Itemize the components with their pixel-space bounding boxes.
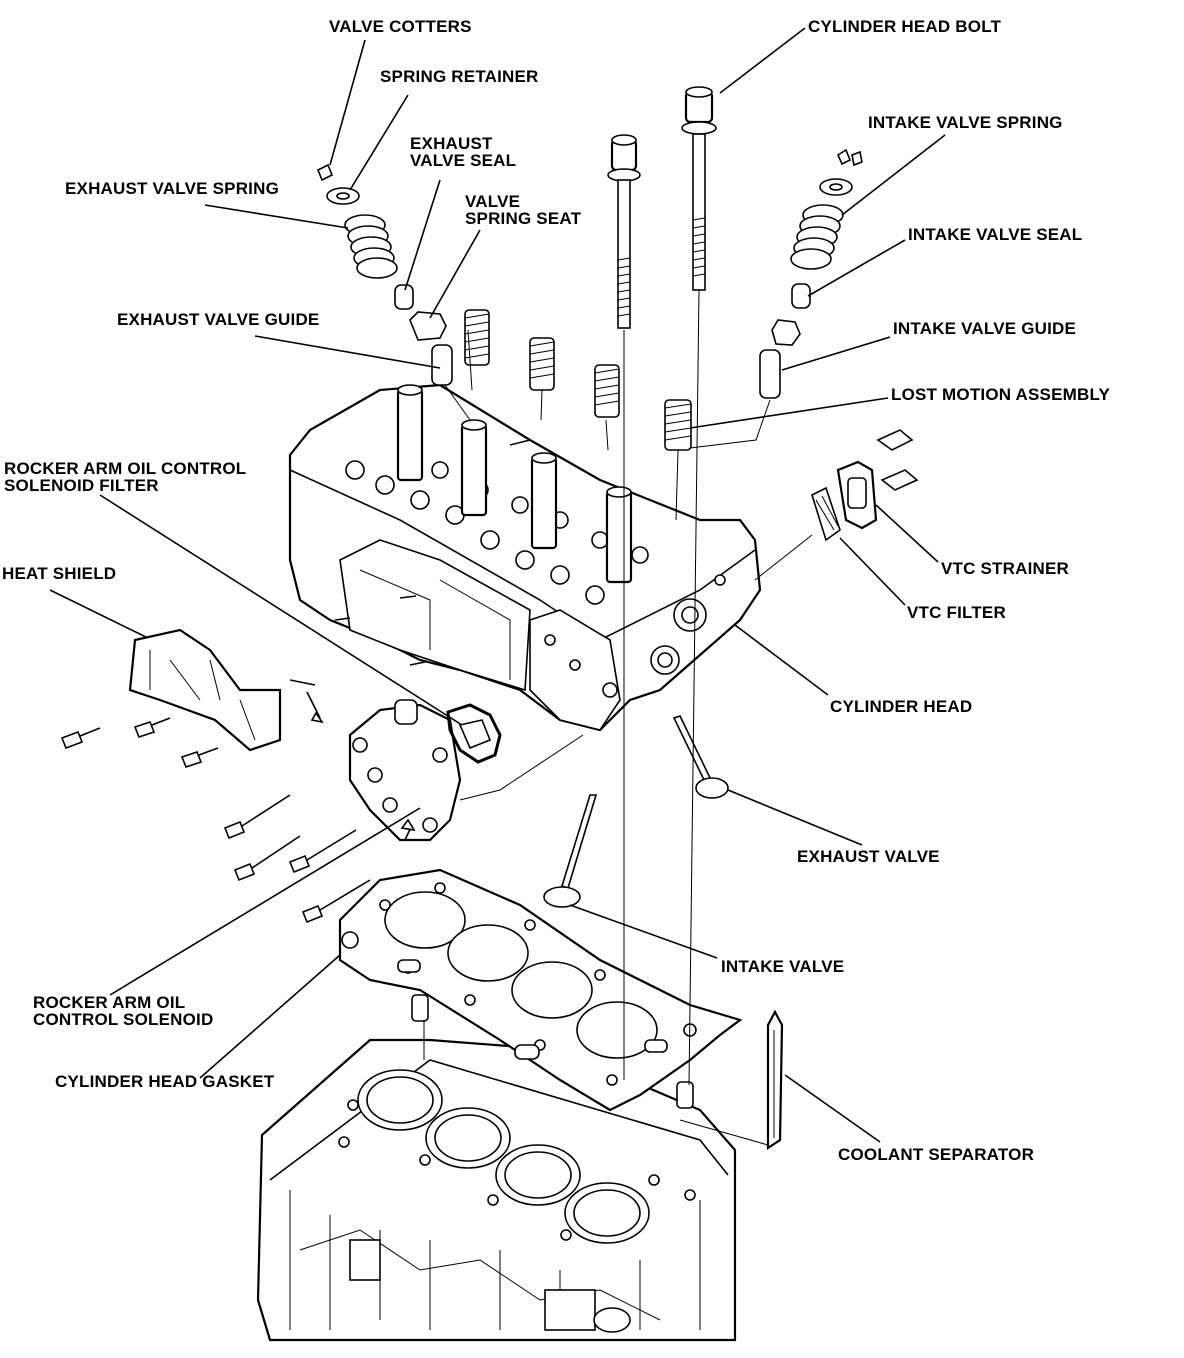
label-vtc-strainer: VTC STRAINER	[941, 559, 1070, 578]
label-solenoid-line1: ROCKER ARM OIL	[33, 993, 186, 1012]
leader-valve-cotters	[329, 39, 366, 166]
label-solenoid-filter-line1: ROCKER ARM OIL CONTROL	[4, 459, 247, 478]
intake-valve-part	[543, 794, 598, 908]
leader-cylinder-head	[734, 624, 829, 696]
label-exhaust-valve-guide: EXHAUST VALVE GUIDE	[117, 310, 320, 329]
leader-intake-valve-spring	[841, 134, 946, 216]
valve-springs-loose	[464, 309, 692, 451]
label-solenoid-line2: CONTROL SOLENOID	[33, 1010, 214, 1029]
bolt-1	[607, 134, 641, 329]
vtc-strainer-assembly	[811, 429, 919, 542]
label-exhaust-valve-seal: EXHAUST VALVE SEAL	[410, 135, 516, 169]
label-spring-retainer: SPRING RETAINER	[380, 67, 539, 86]
spring-1	[464, 309, 490, 366]
coolant-separator	[766, 1009, 784, 1151]
label-valve-cotters: VALVE COTTERS	[329, 17, 472, 36]
spring-2	[529, 337, 555, 391]
label-valve-spring-seat-line1: VALVE	[465, 192, 521, 211]
leader-exhaust-valve-spring	[204, 204, 349, 229]
leader-spring-retainer	[349, 94, 409, 191]
exhaust-valve-stack	[316, 163, 453, 386]
dowel-pins	[411, 994, 694, 1109]
label-rocker-arm-oil-control-solenoid: ROCKER ARM OIL CONTROL SOLENOID	[33, 994, 213, 1028]
label-rocker-arm-oil-control-solenoid-filter: ROCKER ARM OIL CONTROL SOLENOID FILTER	[4, 460, 246, 494]
exhaust-valve-spring-coil	[344, 214, 398, 279]
label-exhaust-valve-seal-line1: EXHAUST	[410, 134, 493, 153]
leader-intake-valve	[569, 904, 718, 959]
leader-intake-valve-seal	[807, 239, 906, 297]
cylinder-head-bolts	[607, 86, 717, 329]
label-exhaust-valve-seal-line2: VALVE SEAL	[410, 151, 517, 170]
solenoid-bolts	[223, 794, 371, 924]
spark-plug-tubes	[396, 384, 633, 584]
label-valve-spring-seat: VALVE SPRING SEAT	[465, 193, 581, 227]
heat-shield	[60, 628, 324, 768]
leader-cylinder-head-gasket	[199, 954, 341, 1079]
leader-lost-motion-assembly	[689, 397, 889, 429]
spring-3	[594, 364, 620, 418]
label-intake-valve-guide: INTAKE VALVE GUIDE	[893, 319, 1077, 338]
label-exhaust-valve-spring: EXHAUST VALVE SPRING	[65, 179, 280, 198]
intake-valve-spring-coil	[790, 204, 844, 270]
leader-intake-valve-guide	[781, 336, 891, 371]
leader-vtc-filter	[839, 537, 906, 606]
leader-rocker-arm-solenoid	[109, 807, 421, 996]
leader-exhaust-valve-seal	[404, 179, 441, 291]
leader-solenoid-filter	[99, 494, 463, 726]
label-intake-valve: INTAKE VALVE	[721, 957, 845, 976]
bolt-2	[681, 86, 717, 291]
engine-block	[256, 1038, 737, 1342]
label-intake-valve-seal: INTAKE VALVE SEAL	[908, 225, 1083, 244]
leader-cylinder-head-bolt	[719, 27, 806, 94]
leader-exhaust-valve	[727, 789, 863, 846]
cylinder-head-gasket	[338, 868, 743, 1112]
center-lines	[423, 289, 813, 1146]
lost-motion-spring	[664, 399, 692, 451]
exhaust-valve-part	[672, 715, 729, 799]
intake-valve-stack	[759, 148, 863, 399]
leader-lines	[49, 27, 946, 1143]
leader-coolant-separator	[784, 1074, 881, 1143]
leader-vtc-strainer	[875, 504, 939, 563]
leader-valve-spring-seat	[429, 229, 481, 319]
label-valve-spring-seat-line2: SPRING SEAT	[465, 209, 582, 228]
rocker-arm-oil-control-solenoid	[223, 699, 502, 924]
label-exhaust-valve: EXHAUST VALVE	[797, 847, 940, 866]
cylinder-head	[288, 383, 762, 732]
label-cylinder-head-bolt: CYLINDER HEAD BOLT	[808, 17, 1002, 36]
label-lost-motion-assembly: LOST MOTION ASSEMBLY	[891, 385, 1111, 404]
label-solenoid-filter-line2: SOLENOID FILTER	[4, 476, 159, 495]
heat-shield-bolts	[60, 717, 219, 768]
label-cylinder-head: CYLINDER HEAD	[830, 697, 973, 716]
label-vtc-filter: VTC FILTER	[907, 603, 1006, 622]
label-cylinder-head-gasket: CYLINDER HEAD GASKET	[55, 1072, 275, 1091]
label-coolant-separator: COOLANT SEPARATOR	[838, 1145, 1035, 1164]
leader-heat-shield	[49, 589, 149, 639]
leader-exhaust-valve-guide	[254, 335, 441, 369]
label-intake-valve-spring: INTAKE VALVE SPRING	[868, 113, 1063, 132]
label-heat-shield: HEAT SHIELD	[2, 564, 117, 583]
